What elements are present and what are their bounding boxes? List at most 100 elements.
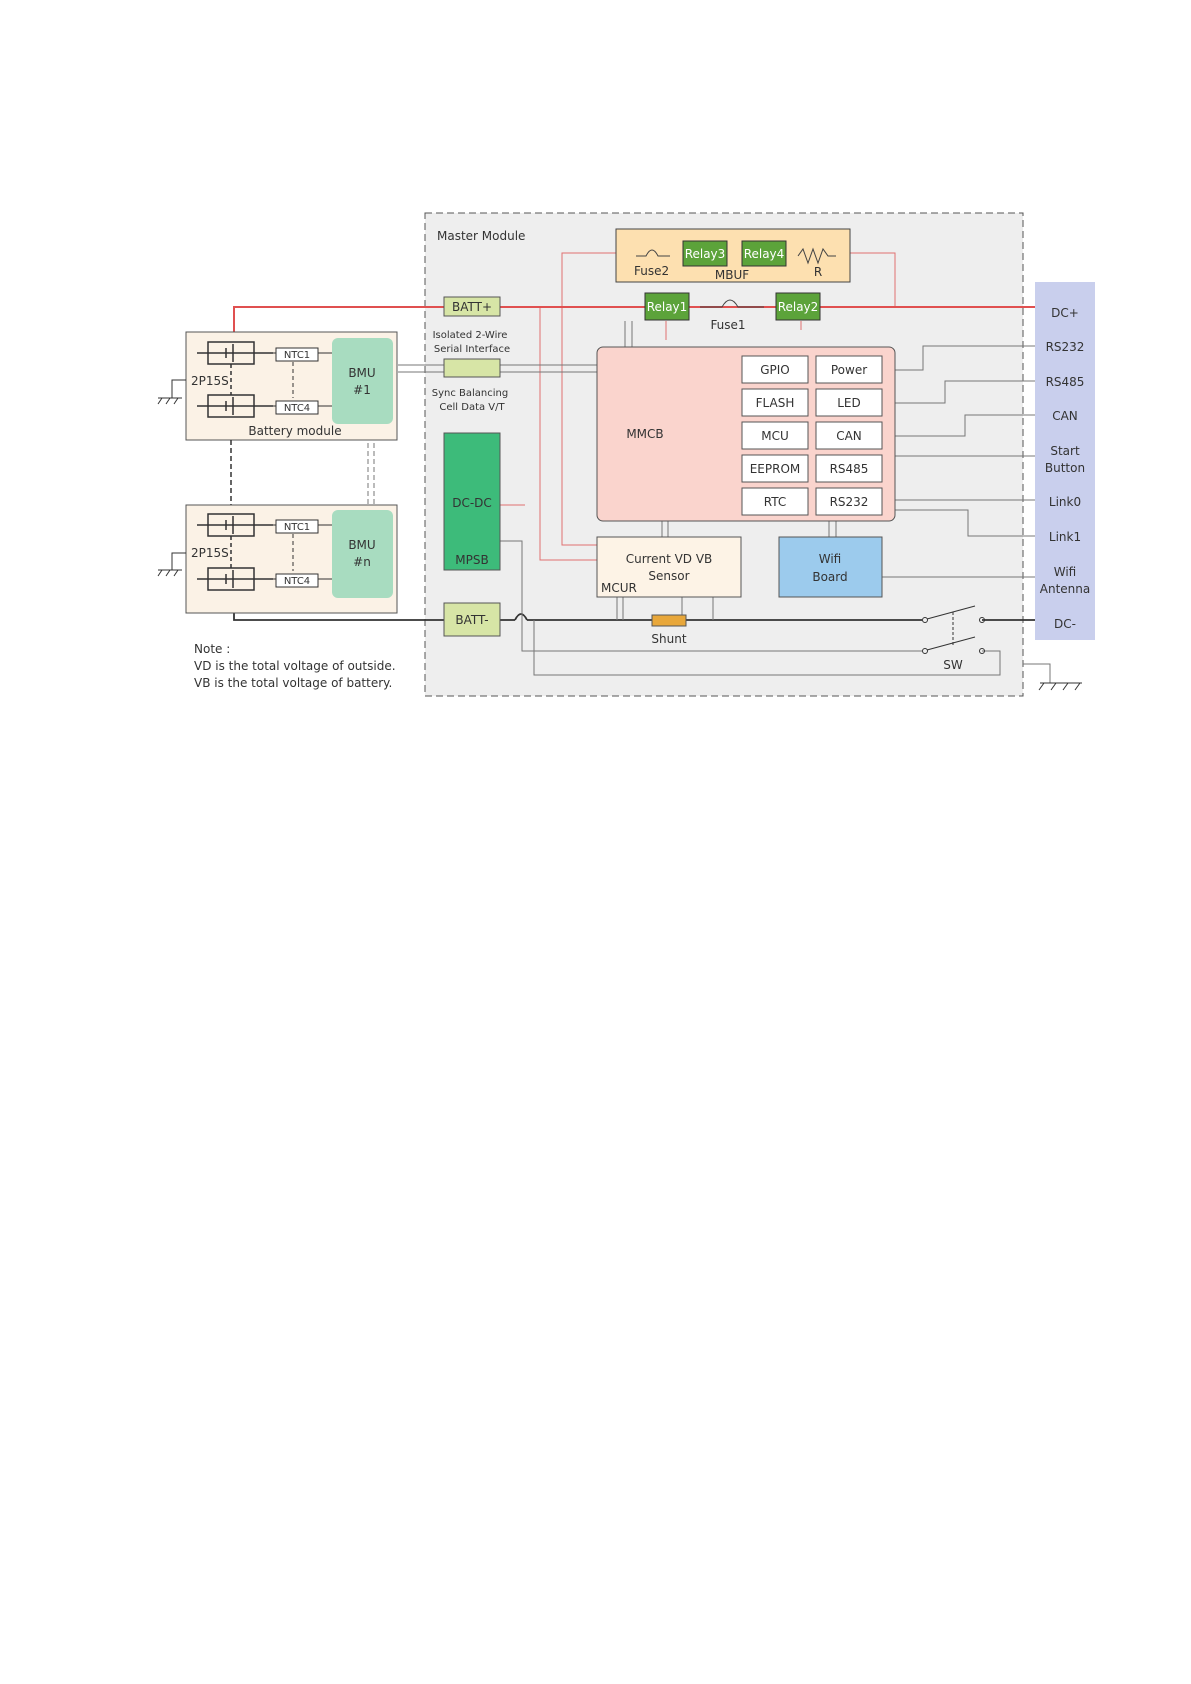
relay3-label: Relay3 xyxy=(685,247,726,261)
relay4 xyxy=(741,240,787,267)
mmcb-cell xyxy=(741,388,809,417)
battery-module-caption: Battery module xyxy=(248,424,341,438)
mmcb-cell-label: RS485 xyxy=(830,462,869,476)
wifi-board-line1: Wifi xyxy=(819,552,842,566)
bmu-label: BMU xyxy=(348,366,375,380)
port-link0: Link0 xyxy=(1049,495,1081,509)
battery-module-n: NTC1 NTC4 2P15S BMU #n xyxy=(185,504,398,614)
cell-config-label: 2P15S xyxy=(191,546,229,560)
wifi-board xyxy=(778,536,883,598)
fuse2-icon xyxy=(636,249,670,257)
ntc-top-label: NTC1 xyxy=(284,350,310,361)
ntc-sensor xyxy=(275,519,319,534)
mmcb-cell-label: MCU xyxy=(761,429,789,443)
ntc-sensor xyxy=(275,573,319,588)
ntc-bottom-label: NTC4 xyxy=(284,403,310,414)
cell-config-label: 2P15S xyxy=(191,374,229,388)
resistor-label: R xyxy=(814,265,822,279)
mbuf-block: Fuse2 Relay3 Relay4 MBUF R xyxy=(615,228,851,283)
mmcb-cell-label: CAN xyxy=(836,429,862,443)
batt-plus-terminal xyxy=(443,296,501,317)
relay2-label: Relay2 xyxy=(778,300,819,314)
shunt-label: Shunt xyxy=(651,632,686,646)
mmcb-cell xyxy=(815,454,883,483)
sw-label: SW xyxy=(943,658,963,672)
mmcb-cell-label: LED xyxy=(837,396,861,410)
mmcb-cell-label: RS232 xyxy=(830,495,869,509)
port-link1: Link1 xyxy=(1049,530,1081,544)
shunt-resistor xyxy=(651,614,687,627)
isolated-interface-line2: Serial Interface xyxy=(434,344,510,355)
isolated-interface-block xyxy=(443,358,501,378)
wifi-board-line2: Board xyxy=(812,570,847,584)
mmcb-cell-label: FLASH xyxy=(756,396,795,410)
mmcb-cell-label: EEPROM xyxy=(750,462,801,476)
switch-icon xyxy=(922,605,985,654)
dc-minus-crossover xyxy=(514,613,528,621)
note: Note : VD is the total voltage of outsid… xyxy=(194,642,396,690)
batt-minus-label: BATT- xyxy=(455,613,488,627)
mmcb-cell-label: Power xyxy=(831,363,867,377)
mmcb-cell xyxy=(741,487,809,516)
gray-signal-wires xyxy=(367,321,1051,683)
mmcb-cell xyxy=(815,421,883,450)
bmu-block xyxy=(332,338,393,424)
mmcb-cells: GPIO Power FLASH LED MCU CAN EEPROM RS48… xyxy=(741,355,883,516)
bmu-label: BMU xyxy=(348,538,375,552)
mmcb-label: MMCB xyxy=(626,427,663,441)
mmcb-cell xyxy=(815,487,883,516)
mpsb-label: MPSB xyxy=(455,553,488,567)
mcur-label: MCUR xyxy=(601,581,637,595)
mmcb-cell xyxy=(815,355,883,384)
mmcb-cell-label: GPIO xyxy=(760,363,790,377)
fuse1-icon xyxy=(700,299,764,308)
ground-icon xyxy=(1038,682,1082,691)
port-rs485: RS485 xyxy=(1046,375,1085,389)
mcur-line2: Sensor xyxy=(648,569,689,583)
relay3 xyxy=(682,240,728,267)
port-start-line1: Start xyxy=(1050,444,1080,458)
bmu-block xyxy=(332,510,393,598)
port-labels: DC+ RS232 RS485 CAN Start Button Link0 L… xyxy=(1040,306,1090,631)
note-line2: VB is the total voltage of battery. xyxy=(194,676,392,690)
port-dc-plus: DC+ xyxy=(1051,306,1079,320)
ground-icon xyxy=(157,552,186,577)
relay1-label: Relay1 xyxy=(647,300,688,314)
master-module-title: Master Module xyxy=(437,229,525,243)
isolated-interface-line1: Isolated 2-Wire xyxy=(433,330,508,341)
ntc-sensor xyxy=(275,347,319,362)
relay1 xyxy=(644,292,690,321)
batt-plus-label: BATT+ xyxy=(452,300,492,314)
batt-minus-terminal xyxy=(443,602,501,637)
bmu-id-label: #1 xyxy=(353,383,371,397)
mmcb-cell xyxy=(741,355,809,384)
port-can: CAN xyxy=(1052,409,1078,423)
mpsb-dcdc-label: DC-DC xyxy=(452,496,492,510)
mmcb-cell xyxy=(741,454,809,483)
ground-icon xyxy=(157,379,186,405)
sync-balancing-line2: Cell Data V/T xyxy=(439,402,505,413)
sync-balancing-line1: Sync Balancing xyxy=(432,388,508,399)
note-line1: VD is the total voltage of outside. xyxy=(194,659,396,673)
mbuf-label: MBUF xyxy=(715,268,749,282)
relay4-label: Relay4 xyxy=(744,247,785,261)
port-start-line2: Button xyxy=(1045,461,1085,475)
ntc-bottom-label: NTC4 xyxy=(284,576,310,587)
port-wifi-line1: Wifi xyxy=(1054,565,1077,579)
mcur-block xyxy=(596,536,742,598)
bmu-id-label: #n xyxy=(353,555,371,569)
mpsb-block xyxy=(443,432,501,571)
relay2 xyxy=(775,292,821,321)
fuse1-label: Fuse1 xyxy=(710,318,745,332)
battery-module-1: NTC1 NTC4 2P15S BMU #1 Battery module xyxy=(185,331,398,441)
mmcb-cell xyxy=(815,388,883,417)
resistor-icon xyxy=(797,247,836,265)
fuse2-label: Fuse2 xyxy=(634,264,669,278)
port-rs232: RS232 xyxy=(1046,340,1085,354)
mmcb-cell xyxy=(741,421,809,450)
mcur-line1: Current VD VB xyxy=(626,552,713,566)
ntc-top-label: NTC1 xyxy=(284,522,310,533)
mmcb-cell-label: RTC xyxy=(764,495,786,509)
ntc-sensor xyxy=(275,400,319,415)
